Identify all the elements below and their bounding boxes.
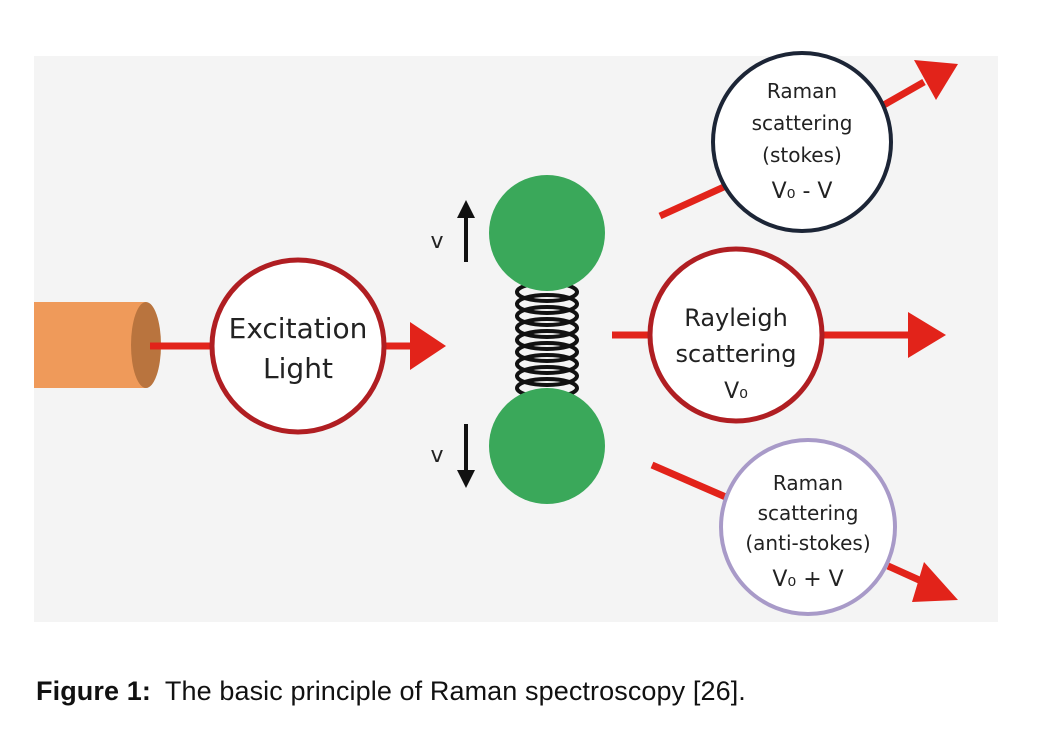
excitation-label-line2: Light — [263, 352, 333, 385]
stokes-label-line1: Raman — [767, 79, 837, 103]
vibration-down-arrow — [457, 424, 475, 488]
caption-text: The basic principle of Raman spectroscop… — [164, 676, 746, 706]
vibration-down-label: v — [430, 443, 443, 468]
antistokes-beam-in — [650, 461, 730, 502]
molecular-bond-spring — [515, 281, 579, 399]
atom-top — [489, 175, 605, 291]
rayleigh-label-line1: Rayleigh — [684, 304, 788, 332]
vibration-up-label: v — [430, 229, 443, 254]
antistokes-arrow-out — [886, 562, 958, 602]
stokes-formula: V₀ - V — [772, 179, 833, 204]
atom-bottom — [489, 388, 605, 504]
figure-caption: Figure 1: The basic principle of Raman sp… — [36, 676, 746, 707]
caption-label: Figure 1: — [36, 676, 151, 706]
antistokes-label-line3: (anti-stokes) — [745, 531, 870, 555]
stokes-arrow-out — [880, 60, 958, 110]
raman-antistokes-bubble: Raman scattering (anti-stokes) V₀ + V — [719, 438, 897, 616]
stokes-label-line3: (stokes) — [762, 143, 842, 167]
raman-diagram: Excitation Light v v Raman scattering (s… — [34, 51, 998, 622]
rayleigh-label-line2: scattering — [676, 340, 797, 368]
excitation-arrow — [384, 322, 446, 370]
stokes-label-line2: scattering — [752, 111, 853, 135]
vibration-up-arrow — [457, 200, 475, 262]
raman-stokes-bubble: Raman scattering (stokes) V₀ - V — [711, 51, 893, 233]
rayleigh-formula: V₀ — [724, 379, 748, 404]
rayleigh-arrow-out — [820, 312, 946, 358]
antistokes-formula: V₀ + V — [772, 567, 843, 592]
laser-source — [34, 302, 161, 388]
excitation-light-bubble: Excitation Light — [209, 257, 387, 435]
antistokes-label-line1: Raman — [773, 471, 843, 495]
antistokes-label-line2: scattering — [758, 501, 859, 525]
excitation-label-line1: Excitation — [229, 312, 368, 345]
stokes-beam-in — [658, 182, 728, 220]
rayleigh-bubble: Rayleigh scattering V₀ — [647, 246, 825, 424]
